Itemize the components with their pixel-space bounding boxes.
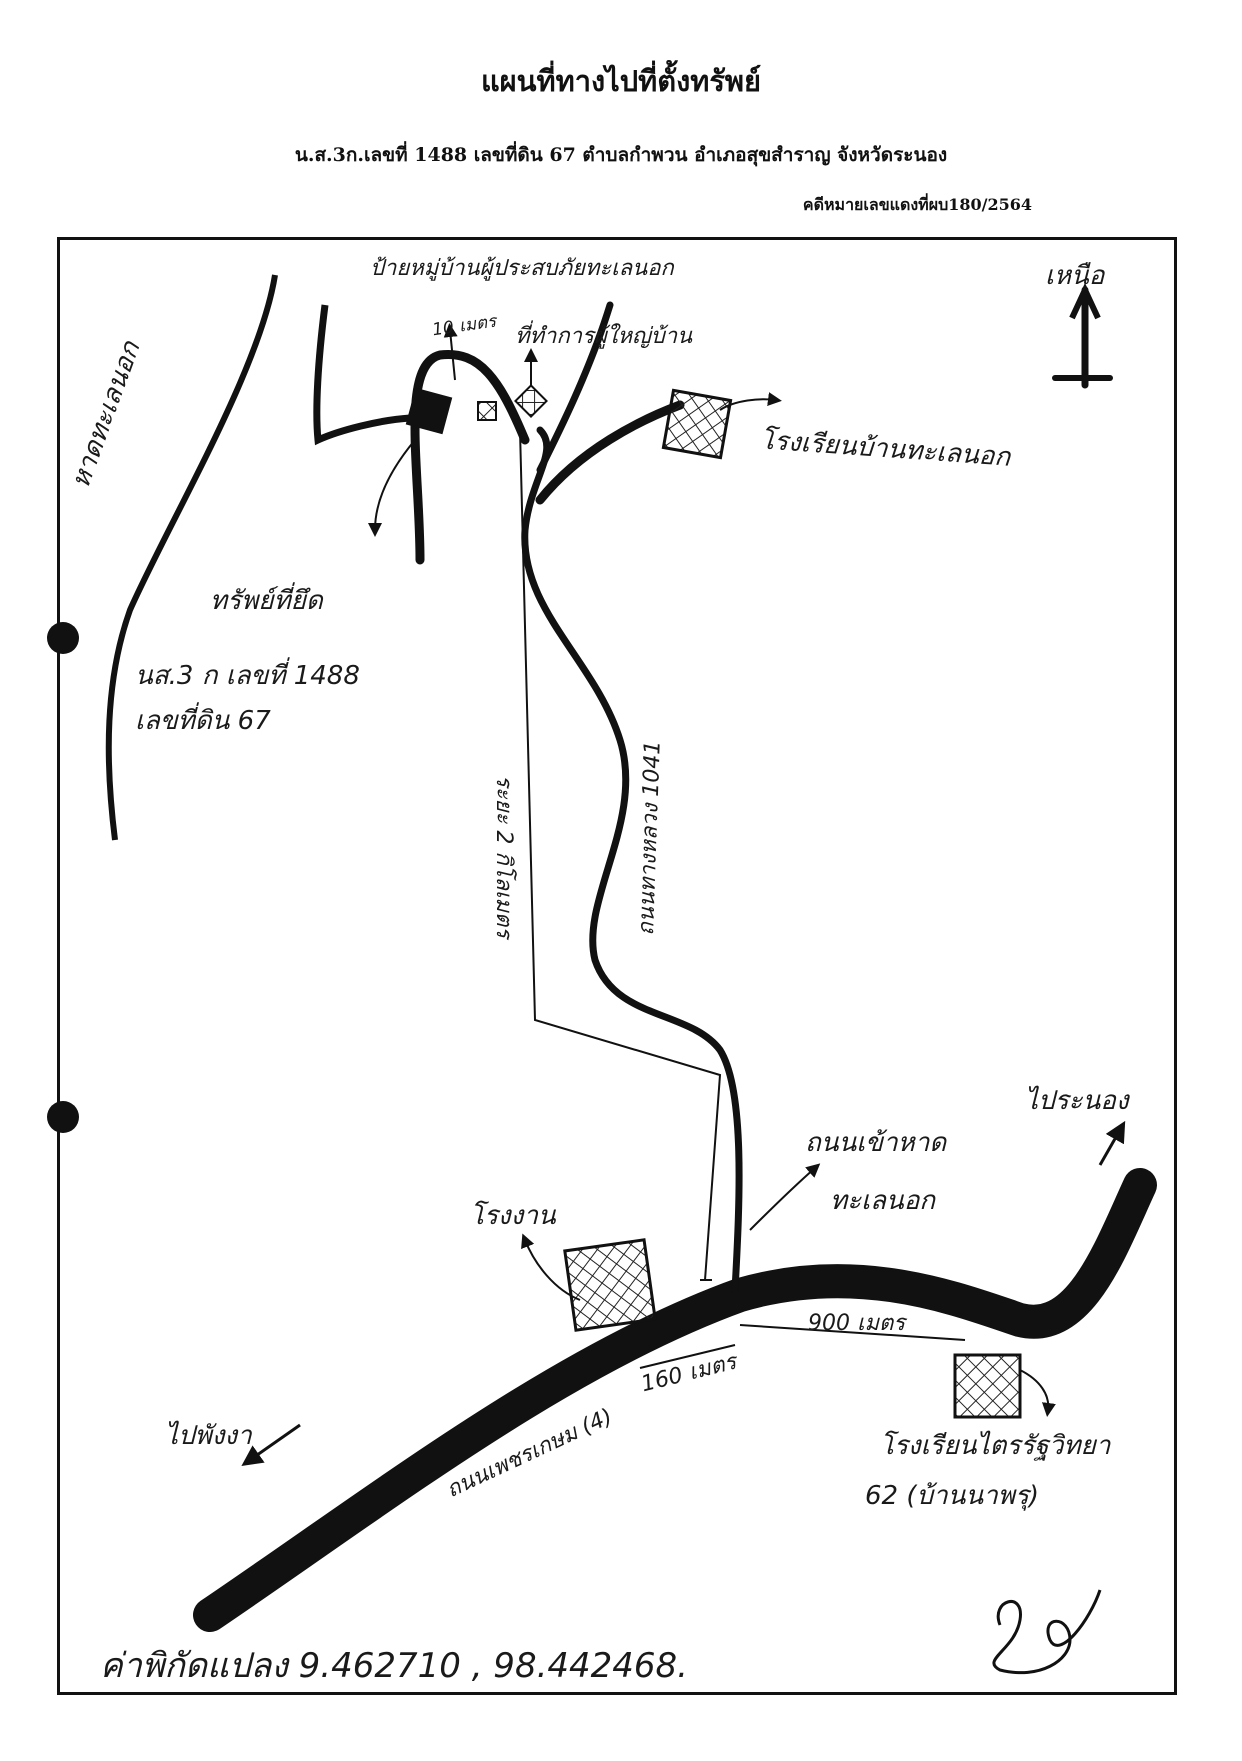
dimension-900m — [739, 1324, 966, 1341]
label-land-number: เลขที่ดิน 67 — [135, 706, 271, 736]
label-north: เหนือ — [1045, 261, 1105, 291]
label-road-1041: ถนนทางหลวง 1041 — [633, 740, 666, 937]
arrow-to-beach-road — [749, 1163, 821, 1231]
shore-line-left — [313, 304, 411, 446]
north-arrow-icon — [1052, 282, 1113, 389]
signature-mark — [992, 1589, 1102, 1675]
village-office-marker — [514, 384, 548, 418]
map-frame — [57, 237, 1177, 1695]
village-sign-marker — [477, 401, 497, 421]
label-village-office: ที่ทำการผู้ใหญ่บ้าน — [515, 324, 693, 349]
page-title: แผนที่ทางไปที่ตั้งทรัพย์ — [480, 64, 762, 98]
arrow-to-school-top — [719, 392, 782, 411]
school-bottom-building — [953, 1353, 1022, 1419]
distance-line-2km — [519, 429, 722, 1281]
label-to-ranong: ไประนอง — [1025, 1086, 1129, 1116]
label-school-bottom-1: โรงเรียนไตรรัฐวิทยา — [880, 1431, 1111, 1461]
arrow-10m — [443, 323, 458, 381]
arrow-to-factory — [521, 1233, 581, 1301]
deed-subtitle: น.ส.3ก.เลขที่ 1488 เลขที่ดิน 67 ตำบลกำพว… — [294, 144, 948, 166]
arrow-to-school-bottom — [1019, 1369, 1056, 1417]
main-road-phetkasem — [193, 1168, 1157, 1632]
beach-line — [105, 274, 278, 841]
branch-road-north — [536, 301, 614, 474]
factory-building — [563, 1238, 657, 1332]
label-village-sign: ป้ายหมู่บ้านผู้ประสบภัยทะเลนอก — [370, 256, 674, 281]
binder-hole-top — [47, 622, 79, 654]
loop-road — [410, 349, 530, 565]
label-to-phangnga: ไปพังงา — [165, 1421, 252, 1451]
label-distance-2km: ระยะ 2 กิโลเมตร — [491, 775, 516, 939]
arrow-to-property-label — [368, 439, 416, 537]
branch-road-school — [535, 400, 685, 505]
label-beach-road-2: ทะเลนอก — [830, 1186, 936, 1216]
label-deed: นส.3 ก เลขที่ 1488 — [135, 661, 360, 691]
label-beach-road-1: ถนนเข้าหาด — [805, 1128, 947, 1158]
seized-property-parcel — [405, 387, 453, 435]
case-number: คดีหมายเลขแดงที่ผบ180/2564 — [802, 195, 1032, 214]
label-factory: โรงงาน — [470, 1201, 556, 1231]
arrow-to-phangnga — [241, 1423, 301, 1467]
school-top-building — [661, 388, 733, 460]
binder-hole-bottom — [47, 1101, 79, 1133]
label-900m: 900 เมตร — [808, 1311, 906, 1336]
label-seized-property: ทรัพย์ที่ยึด — [210, 586, 323, 616]
dimension-160m — [639, 1344, 736, 1369]
parcel-coordinates: ค่าพิกัดแปลง 9.462710 , 98.442468. — [100, 1646, 688, 1686]
arrow-to-ranong — [1098, 1120, 1126, 1166]
label-school-bottom-2: 62 (บ้านนาพรุ) — [865, 1481, 1039, 1511]
road-1041 — [521, 426, 743, 1294]
